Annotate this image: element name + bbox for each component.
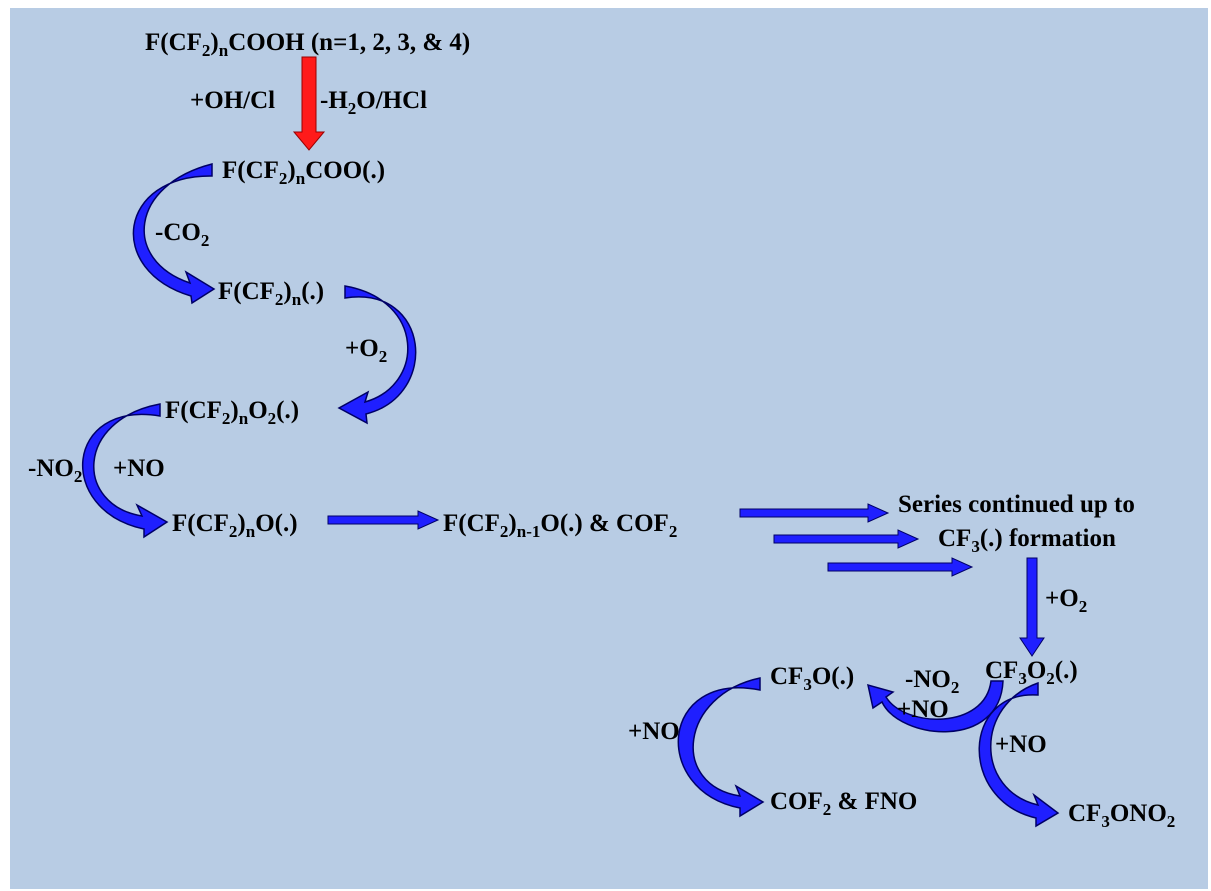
curved-arrow-cof2-formation	[677, 677, 765, 818]
node-shorter-alkoxy: F(CF2)n-1O(.) & COF2	[443, 510, 677, 541]
node-series-line2: CF3(.) formation	[938, 525, 1116, 556]
arrow-down-cf3o2	[1019, 557, 1045, 657]
curved-arrow-no-reaction	[82, 403, 169, 539]
step-oh-cl: +OH/Cl	[190, 87, 275, 114]
node-acid: F(CF2)nCOOH (n=1, 2, 3, & 4)	[145, 29, 470, 60]
node-alkyl-radical: F(CF2)n(.)	[218, 278, 324, 309]
arrow-to-shorter-alkoxy	[327, 510, 440, 530]
series-arrow-3	[827, 557, 974, 577]
step-plus-no-b: +NO	[897, 696, 949, 723]
red-down-arrow	[292, 56, 326, 151]
diagram-background	[10, 8, 1208, 889]
curved-arrow-cf3ono2-formation	[978, 681, 1060, 828]
series-arrow-2	[773, 529, 920, 549]
step-plus-no-a: +NO	[113, 455, 165, 482]
node-cf3o: CF3O(.)	[770, 663, 854, 694]
step-minus-no2-b: -NO2	[905, 666, 959, 697]
step-plus-o2-a: +O2	[345, 335, 387, 366]
curved-arrow-decarboxylation	[132, 163, 216, 305]
series-arrow-1	[739, 503, 890, 523]
node-carboxyl-radical: F(CF2)nCOO(.)	[222, 157, 385, 188]
step-plus-no-d: +NO	[995, 731, 1047, 758]
node-cf3ono2: CF3ONO2	[1068, 800, 1175, 831]
node-alkoxy-radical: F(CF2)nO(.)	[172, 510, 298, 541]
step-h2o-hcl: -H2O/HCl	[320, 87, 427, 118]
step-minus-no2-a: -NO2	[28, 455, 82, 486]
node-peroxy-radical: F(CF2)nO2(.)	[165, 397, 299, 428]
step-plus-o2-b: +O2	[1045, 585, 1087, 616]
node-series-line1: Series continued up to	[898, 491, 1135, 518]
curved-arrow-cf3o-formation	[867, 680, 1004, 733]
step-plus-no-c: +NO	[628, 718, 680, 745]
curved-arrow-oxygen-addition	[337, 285, 417, 425]
node-cof2-fno: COF2 & FNO	[770, 788, 917, 819]
node-cf3o2: CF3O2(.)	[985, 657, 1078, 688]
step-minus-co2: -CO2	[155, 219, 209, 250]
